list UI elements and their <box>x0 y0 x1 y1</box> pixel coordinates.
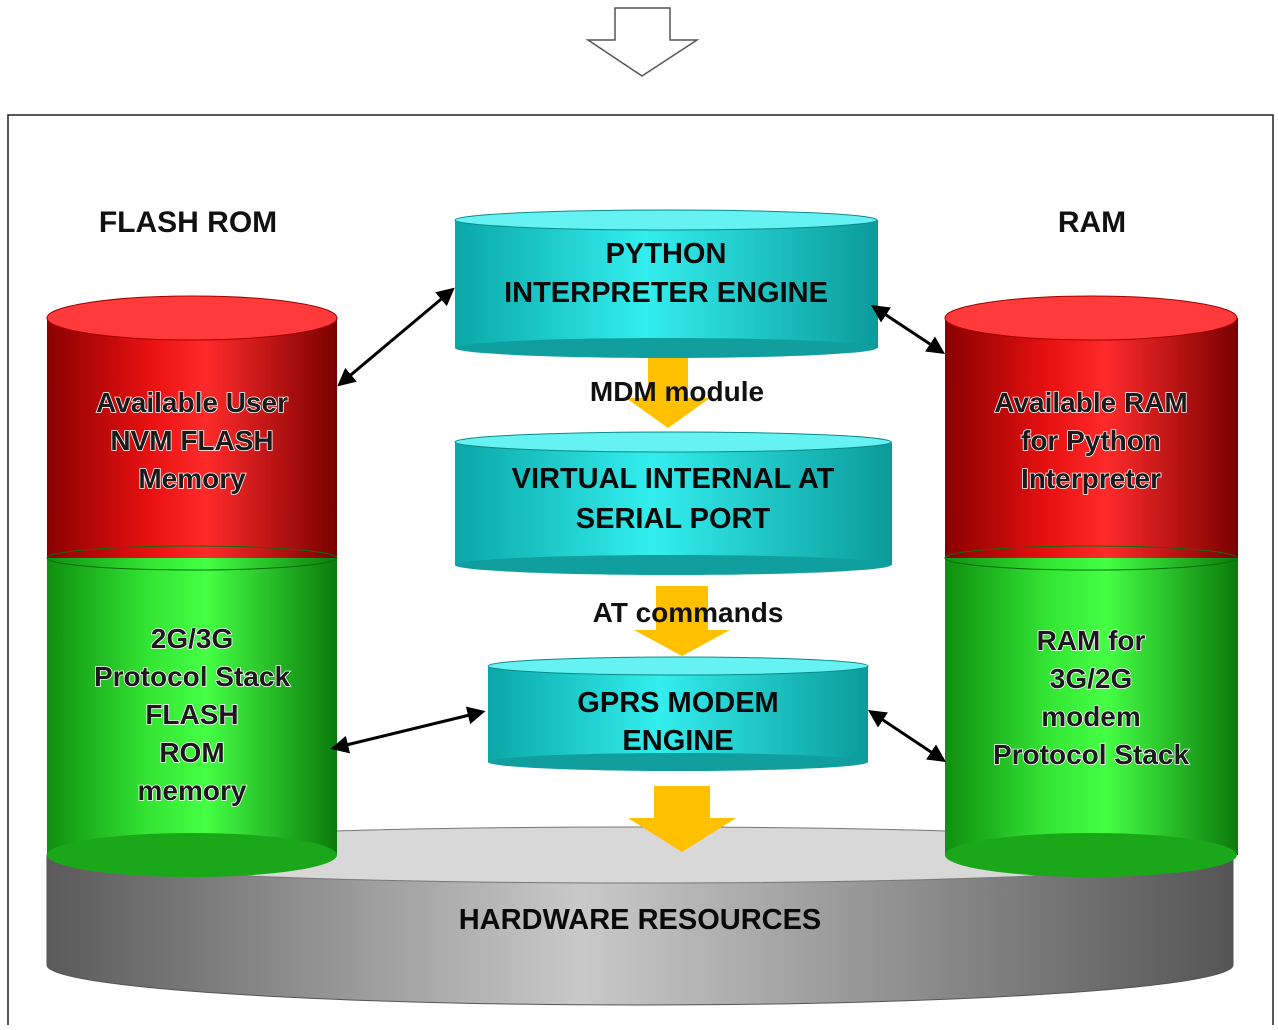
hardware-down-arrow-icon <box>628 786 736 852</box>
flash-python-connector <box>337 287 455 387</box>
gprs-ram-connector <box>868 710 946 762</box>
gprs-modem-engine: GPRS MODEM ENGINE <box>487 656 869 771</box>
virtual-port-label-1: VIRTUAL INTERNAL AT <box>512 463 835 495</box>
ram-protocol-label-4: Protocol Stack <box>993 739 1189 770</box>
flash-protocol-label-4: ROM <box>159 737 224 768</box>
ram-available-label-2: for Python <box>1021 425 1161 456</box>
gprs-engine-label-2: ENGINE <box>622 725 733 757</box>
gprs-engine-label-1: GPRS MODEM <box>577 687 778 719</box>
ram-cylinder: Available RAM for Python Interpreter RAM… <box>944 295 1238 877</box>
python-engine-label-2: INTERPRETER ENGINE <box>504 277 828 309</box>
flash-protocol-label-3: FLASH <box>145 699 238 730</box>
virtual-port-label-2: SERIAL PORT <box>576 503 771 535</box>
python-engine-label-1: PYTHON <box>606 238 727 270</box>
at-commands-label: AT commands <box>593 597 784 628</box>
flash-rom-cylinder: Available User NVM FLASH Memory 2G/3G Pr… <box>46 295 338 877</box>
flash-protocol-label-1: 2G/3G <box>151 623 233 654</box>
flash-protocol-label-2: Protocol Stack <box>94 661 290 692</box>
ram-protocol-label-2: 3G/2G <box>1050 663 1132 694</box>
input-arrow-icon <box>585 7 700 77</box>
ram-protocol-label-3: modem <box>1041 701 1141 732</box>
mdm-down-arrow-icon <box>626 355 710 428</box>
ram-available-label-1: Available RAM <box>994 387 1187 418</box>
python-ram-connector <box>870 305 946 354</box>
flash-rom-heading: FLASH ROM <box>99 206 277 239</box>
mdm-module-label: MDM module <box>590 376 764 407</box>
flash-protocol-label-5: memory <box>138 775 247 806</box>
ram-available-label-3: Interpreter <box>1021 463 1161 494</box>
hardware-resources-label: HARDWARE RESOURCES <box>459 904 822 936</box>
at-down-arrow-icon <box>634 586 730 656</box>
flash-user-nvm-label-1: Available User <box>96 387 288 418</box>
hardware-resources-platform: HARDWARE RESOURCES <box>46 826 1234 1006</box>
virtual-internal-at-serial-port: VIRTUAL INTERNAL AT SERIAL PORT <box>454 431 892 575</box>
flash-user-nvm-label-2: NVM FLASH <box>110 425 273 456</box>
ram-protocol-label-1: RAM for <box>1037 625 1146 656</box>
flash-user-nvm-label-3: Memory <box>138 463 246 494</box>
flash-gprs-connector <box>330 706 486 754</box>
python-interpreter-engine: PYTHON INTERPRETER ENGINE <box>454 209 878 358</box>
ram-heading: RAM <box>1058 206 1126 239</box>
